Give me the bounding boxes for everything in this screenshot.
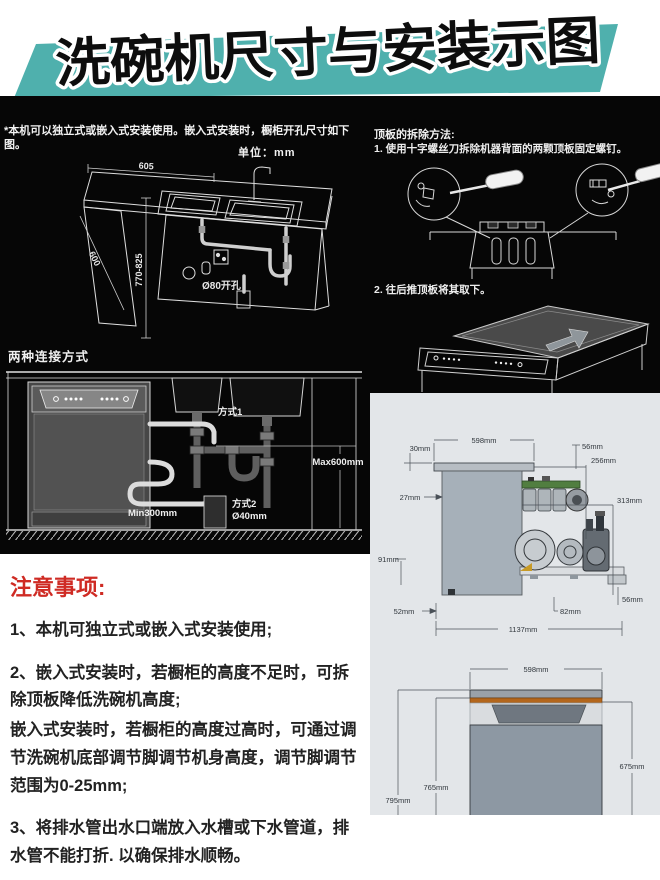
dim-598-side: 598mm (471, 436, 496, 445)
note-item-2b: 嵌入式安装时，若橱柜的高度过高时，可通过调节洗碗机底部调节脚调节机身高度，调节脚… (10, 721, 357, 795)
slide-arrow-icon (545, 328, 589, 352)
dim-795: 795mm (385, 796, 410, 805)
unit-label: 单位：mm (238, 147, 296, 159)
dim-27: 27mm (400, 493, 421, 502)
iso-dim-605: 605 (138, 160, 154, 171)
connection-title: 两种连接方式 (8, 350, 90, 364)
dim-675: 675mm (619, 762, 644, 771)
dim-82: 82mm (560, 607, 581, 616)
banner-ribbon (14, 24, 618, 98)
removal-step2: 2. 往后推顶板将其取下。 (374, 284, 491, 296)
drain-pipes (193, 422, 271, 508)
intro-note: *本机可以独立式或嵌入式安装使用。嵌入式安装时，橱柜开孔尺寸如下图。 (4, 125, 350, 152)
label-max: Max600mm (312, 457, 363, 468)
faucet-icon (247, 166, 271, 203)
dishwasher-front (27, 381, 151, 529)
standpipe (203, 495, 227, 529)
dim-598-front: 598mm (523, 665, 548, 674)
connection-diagram: 方式1 Max600mm Min300mm 方式2 Ø40mm (6, 371, 364, 540)
title-banner: 洗碗机尺寸与安装示图 (14, 9, 618, 98)
screwdriver-icon (449, 163, 660, 195)
installation-panel: *本机可以独立式或嵌入式安装使用。嵌入式安装时，橱柜开孔尺寸如下图。 单位：mm (0, 96, 660, 554)
dim-56-bottom: 56mm (622, 595, 643, 604)
iso-dim-600: 600 (87, 250, 103, 268)
dim-56-top: 56mm (582, 442, 603, 451)
note-item-1: 1、本机可独立式或嵌入式安装使用; (10, 621, 273, 639)
note-item-2: 2、嵌入式安装时，若橱柜的高度不足时，可拆除顶板降低洗碗机高度; (10, 663, 350, 710)
screw-removal-illustration (407, 163, 660, 279)
dim-30: 30mm (410, 444, 431, 453)
cad-diagrams: 598mm 30mm 27mm 56mm 256mm 313mm 91mm 52… (378, 436, 645, 817)
label-method2-dia: Ø40mm (232, 511, 267, 522)
label-min: Min300mm (128, 508, 177, 519)
dim-765: 765mm (423, 783, 448, 792)
cad-front-view (469, 689, 603, 817)
dim-52: 52mm (394, 607, 415, 616)
dim-313: 313mm (617, 496, 642, 505)
removal-step1: 1. 使用十字螺丝刀拆除机器背面的两颗顶板固定螺钉。 (374, 143, 628, 155)
label-method1: 方式1 (218, 406, 243, 418)
sink-front (171, 377, 305, 426)
cad-side-view (433, 462, 627, 596)
dim-1137: 1137mm (509, 625, 538, 634)
iso-dim-height: 770-825 (134, 253, 144, 286)
note-item-3: 3、将排水管出水口端放入水槽或下水管道，排水管不能打折. 以确保排水顺畅。 (10, 819, 350, 866)
dim-256: 256mm (591, 456, 616, 465)
label-method2: 方式2 (232, 498, 256, 510)
top-panel-removal-illustration (417, 305, 650, 393)
iso-hole-label: Ø80开孔 (202, 279, 241, 292)
cad-panel: 598mm 30mm 27mm 56mm 256mm 313mm 91mm 52… (370, 393, 660, 817)
dim-91: 91mm (378, 555, 399, 564)
iso-cabinet-diagram: 605 600 770-825 Ø80开孔 (79, 160, 333, 339)
notes-section: 注意事项: 1、本机可独立式或嵌入式安装使用; 2、嵌入式安装时，若橱柜的高度不… (10, 570, 364, 871)
drain-hoses (127, 421, 217, 507)
notes-title: 注意事项: (10, 575, 106, 600)
removal-title: 顶板的拆除方法: (374, 129, 455, 141)
